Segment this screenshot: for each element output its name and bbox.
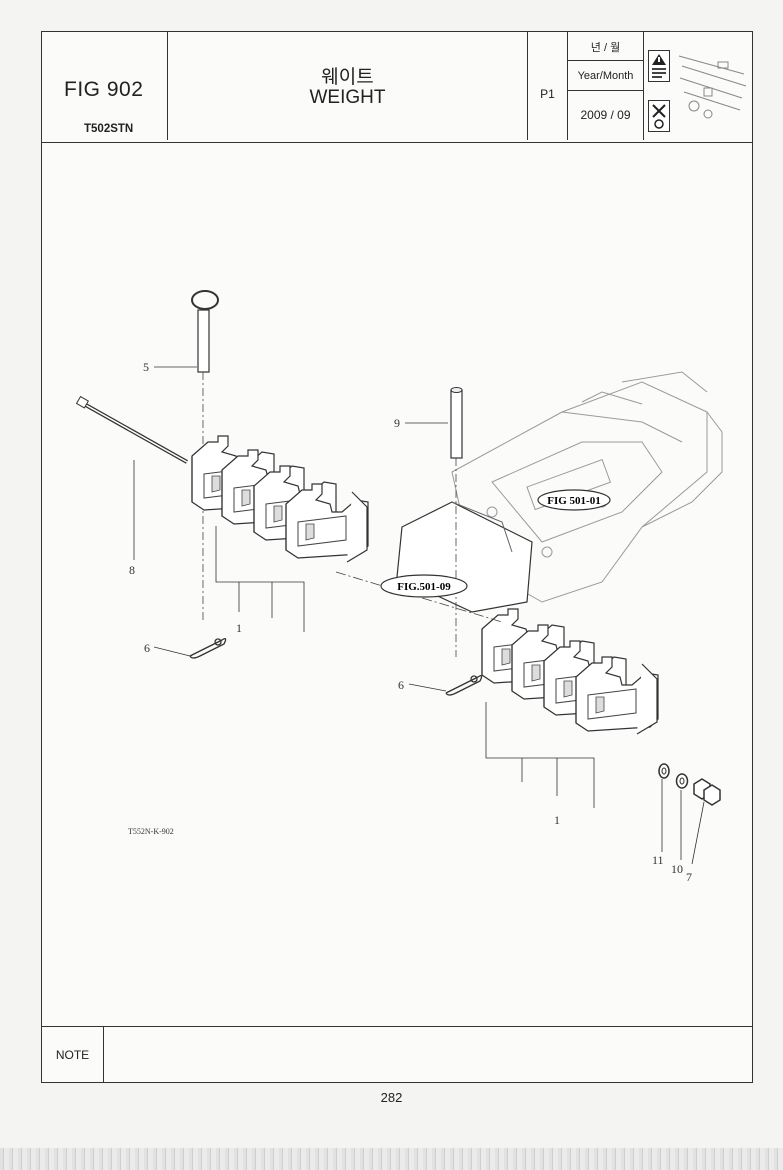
fig-cell: FIG 902 T502STN (42, 32, 168, 140)
year-month-korean: 년 / 월 (590, 42, 621, 54)
callout-5: 5 (143, 360, 149, 374)
tools-icon (648, 100, 670, 132)
title-cell: 웨이트 WEIGHT (168, 32, 528, 140)
icon-cell (644, 32, 752, 140)
callout-6-left: 6 (144, 641, 150, 655)
title-block: FIG 902 T502STN 웨이트 WEIGHT P1 년 / 월 Year… (42, 32, 752, 143)
title-english: WEIGHT (309, 87, 386, 108)
callout-1-left: 1 (236, 621, 242, 635)
fig-number: FIG 902 (64, 78, 144, 101)
r-pin-right (445, 675, 483, 696)
ref-fig-501-09: FIG.501-09 (380, 574, 468, 598)
pin-9 (450, 387, 463, 657)
year-month-cell: 년 / 월 Year/Month 2009 / 09 (568, 32, 644, 140)
svg-text:FIG.501-09: FIG.501-09 (397, 581, 451, 593)
nut-7 (693, 778, 721, 806)
r-pin-left (189, 638, 227, 659)
leader-lines (133, 366, 705, 865)
year-month-english: Year/Month (577, 70, 634, 82)
hardware-sketch (678, 55, 747, 119)
note-row: NOTE (42, 1026, 752, 1083)
callout-6-right: 6 (398, 678, 404, 692)
callout-8: 8 (129, 563, 135, 577)
revision-date: 2009 / 09 (580, 108, 631, 122)
drawing-code: T552N-K-902 (128, 827, 174, 836)
bolt-8 (75, 395, 188, 464)
ref-fig-501-01: FIG 501-01 (537, 489, 611, 511)
page-frame: FIG 902 T502STN 웨이트 WEIGHT P1 년 / 월 Year… (41, 31, 753, 1083)
page-number: 282 (380, 1090, 403, 1105)
weight-stack-left (191, 435, 369, 563)
callout-1-right: 1 (554, 813, 560, 827)
exploded-diagram: 5 9 8 1 6 6 1 11 10 7 FIG 501-01 FIG.501… (75, 290, 723, 884)
warning-manual-icon (648, 50, 670, 82)
note-label: NOTE (42, 1027, 104, 1082)
callout-9: 9 (394, 416, 400, 430)
scan-strip (0, 1148, 783, 1170)
callout-10: 10 (671, 862, 683, 876)
washer-10 (675, 773, 689, 789)
callout-labels: 5 9 8 1 6 6 1 11 10 7 (129, 360, 692, 884)
page-label: P1 (540, 87, 555, 101)
page-cell: P1 (528, 32, 568, 140)
washer-11 (658, 763, 670, 779)
callout-11: 11 (652, 853, 664, 867)
callout-7: 7 (686, 870, 692, 884)
weight-stack-right (481, 608, 659, 735)
svg-text:FIG 501-01: FIG 501-01 (547, 495, 600, 507)
model-code: T502STN (84, 123, 134, 135)
title-korean: 웨이트 (321, 67, 374, 88)
